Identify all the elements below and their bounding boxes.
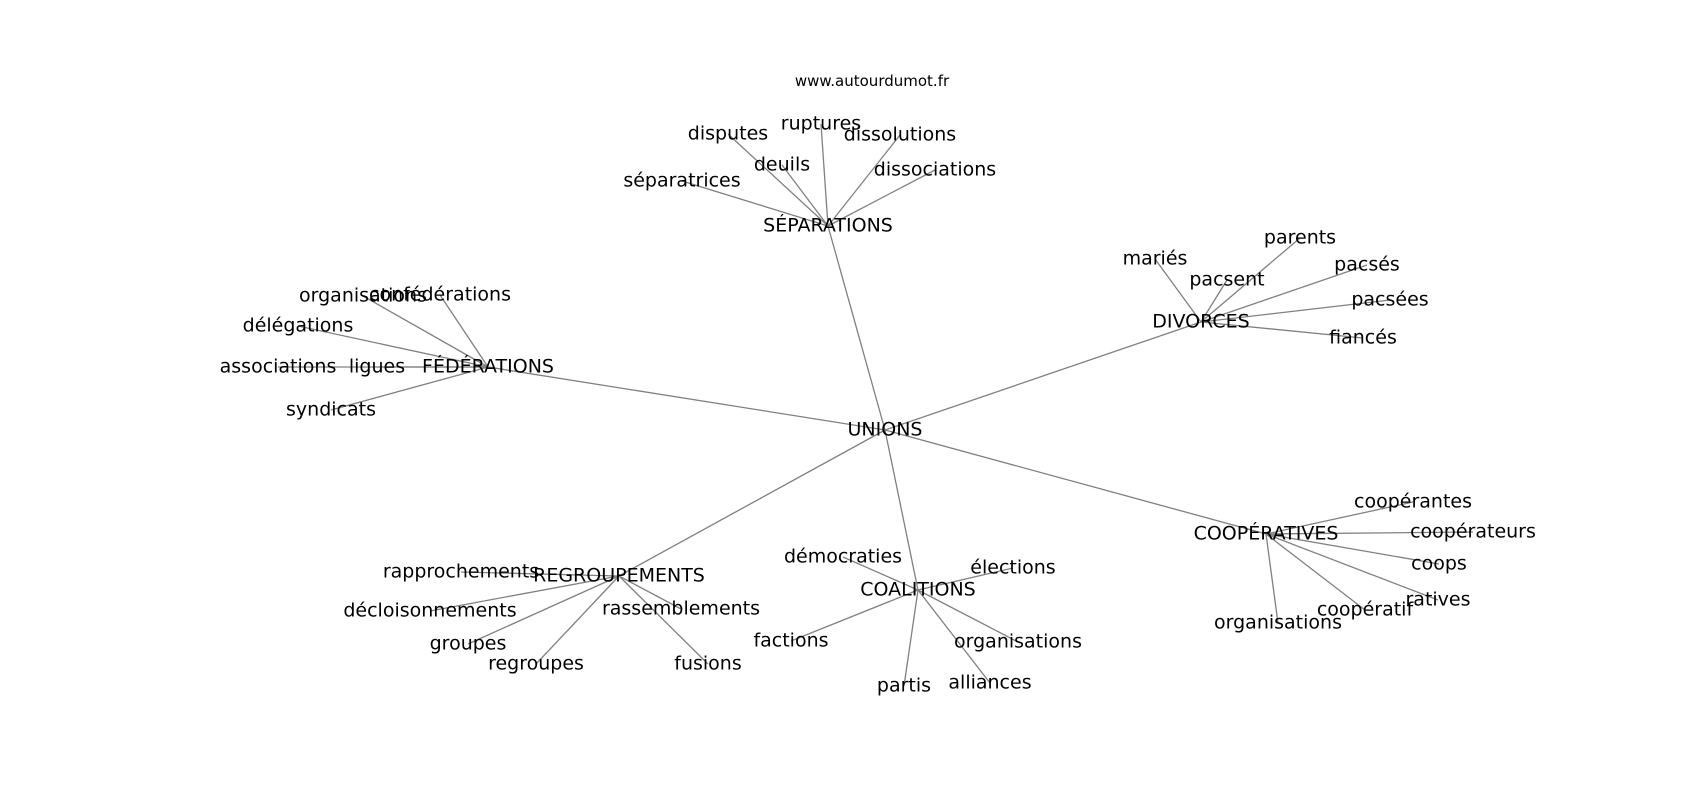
edge-center-to-hub	[618, 429, 886, 577]
edge-hub-to-word	[820, 123, 829, 227]
word-node-label: démocraties	[784, 546, 902, 568]
edge-hub-to-word	[917, 567, 1014, 591]
edge-hub-to-word	[903, 589, 919, 687]
edge-hub-to-word	[917, 589, 991, 684]
edge-hub-to-word	[1154, 258, 1202, 323]
edge-hub-to-word	[1265, 533, 1439, 601]
edge-hub-to-word	[781, 164, 829, 227]
edge-center-to-hub	[884, 321, 1202, 431]
word-node-label: confédérations	[369, 284, 511, 306]
word-node-label: coops	[1411, 553, 1467, 575]
edge-hub-to-word	[330, 366, 489, 411]
edge-hub-to-word	[827, 169, 936, 227]
word-node-label: syndicats	[286, 399, 376, 421]
edge-hub-to-word	[1265, 533, 1279, 624]
edge-hub-to-word	[917, 589, 1019, 643]
edge-hub-to-word	[618, 575, 682, 610]
word-node-label: partis	[877, 675, 931, 697]
word-node-label: fusions	[674, 653, 741, 675]
edge-hub-to-word	[535, 575, 620, 665]
edge-hub-to-word	[1200, 279, 1228, 323]
edge-hub-to-word	[727, 133, 829, 227]
word-node-label: ratives	[1405, 589, 1470, 611]
word-node-label: factions	[753, 630, 828, 652]
center-node-label: UNIONS	[848, 419, 923, 441]
word-node-label: mariés	[1123, 248, 1188, 270]
word-node-label: organisations	[954, 631, 1082, 653]
edge-hub-to-word	[1265, 533, 1440, 565]
edge-hub-to-word	[297, 325, 489, 368]
word-node-label: pacsées	[1351, 289, 1428, 311]
label-layer: UNIONS SÉPARATIONS disputes rupturesdissolu…	[220, 113, 1536, 697]
edge-hub-to-word	[1200, 299, 1391, 323]
word-node-label: coopérateurs	[1410, 521, 1536, 543]
hub-node-label: COALITIONS	[860, 579, 976, 601]
edge-hub-to-word	[1200, 321, 1364, 339]
word-node-label: séparatrices	[623, 170, 740, 192]
word-node-label: regroupes	[488, 653, 584, 675]
word-node-label: dissociations	[874, 159, 996, 181]
edge-hub-to-word	[1200, 264, 1368, 323]
word-node-label: alliances	[948, 672, 1031, 694]
word-node-label: deuils	[754, 154, 810, 176]
edge-layer	[278, 123, 1474, 687]
hub-node-label: COOPÉRATIVES	[1194, 522, 1339, 545]
edge-hub-to-word	[1265, 501, 1414, 535]
word-node-label: fiancés	[1329, 327, 1397, 349]
edge-hub-to-word	[790, 589, 919, 642]
edge-hub-to-word	[460, 571, 620, 577]
word-node-label: parents	[1264, 227, 1336, 249]
site-watermark: www.autourdumot.fr	[794, 72, 950, 90]
edge-hub-to-word	[439, 294, 489, 368]
edge-center-to-hub	[827, 225, 886, 431]
edge-center-to-hub	[884, 429, 1267, 535]
word-node-label: pacsés	[1334, 254, 1400, 276]
edge-hub-to-word	[429, 575, 620, 612]
word-node-label: élections	[970, 557, 1055, 579]
word-node-label: ligues	[349, 356, 405, 378]
word-node-label: rassemblements	[602, 598, 760, 620]
word-node-label: décloisonnements	[343, 600, 516, 622]
edge-hub-to-word	[362, 295, 489, 368]
edge-center-to-hub	[487, 366, 886, 431]
hub-node-label: DIVORCES	[1152, 311, 1249, 333]
word-node-label: ruptures	[781, 113, 861, 135]
hub-node-label: REGROUPEMENTS	[533, 565, 705, 587]
word-node-label: organisations	[299, 285, 427, 307]
word-node-label: dissolutions	[844, 124, 956, 146]
word-node-label: coopératif	[1317, 599, 1415, 621]
edge-center-to-hub	[884, 429, 919, 591]
hub-node-label: FÉDÉRATIONS	[422, 355, 554, 378]
edge-hub-to-word	[681, 180, 829, 227]
edge-hub-to-word	[1200, 237, 1301, 323]
edge-hub-to-word	[467, 575, 620, 645]
edge-hub-to-word	[842, 556, 919, 591]
word-node-label: rapprochements	[383, 561, 539, 583]
word-node-label: pacsent	[1189, 269, 1264, 291]
word-node-label: coopérantes	[1354, 491, 1472, 513]
word-node-label: associations	[220, 356, 337, 378]
word-node-label: groupes	[430, 633, 507, 655]
word-node-label: organisations	[1214, 612, 1342, 634]
edge-hub-to-word	[1265, 533, 1366, 611]
hub-node-label: SÉPARATIONS	[763, 214, 893, 237]
word-node-label: délégations	[243, 315, 354, 337]
word-node-label: disputes	[688, 123, 768, 145]
edge-hub-to-word	[827, 134, 901, 227]
edge-hub-to-word	[618, 575, 709, 665]
edge-hub-to-word	[1265, 531, 1474, 535]
